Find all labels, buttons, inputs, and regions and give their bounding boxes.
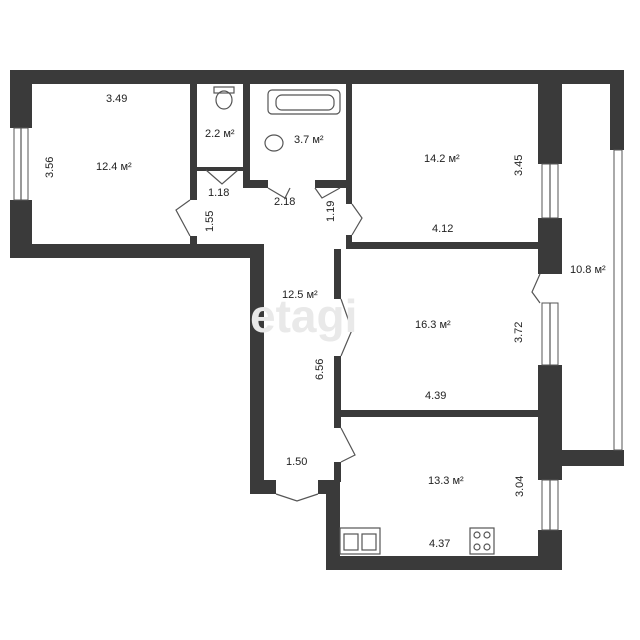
toilet-icon (215, 90, 233, 110)
area-room-top-right: 14.2 м² (424, 153, 460, 165)
doors (175, 169, 541, 502)
dim-bath-width: 2.18 (274, 196, 295, 208)
area-toilet: 2.2 м² (205, 128, 235, 140)
dim-kitchen-width: 4.37 (429, 538, 450, 550)
area-bathroom: 3.7 м² (294, 134, 324, 146)
area-kitchen: 13.3 м² (428, 475, 464, 487)
watermark: etagi (250, 290, 357, 342)
kitchen-sink-icon (339, 527, 381, 555)
dim-middle-width: 4.39 (425, 390, 446, 402)
bathtub-icon (267, 89, 341, 115)
stove-icon (469, 527, 495, 555)
area-balcony: 10.8 м² (570, 264, 606, 276)
dim-hall-bottom: 1.50 (286, 456, 307, 468)
area-hallway: 12.5 м² (282, 289, 318, 301)
fixtures (213, 86, 495, 555)
dim-hall-door-right: 1.19 (325, 201, 337, 222)
dim-kitchen-height: 3.04 (514, 476, 526, 497)
sink-icon (264, 134, 284, 152)
dim-hallway-length: 6.56 (314, 359, 326, 380)
dim-left-room-height: 3.56 (44, 157, 56, 178)
dim-top-right-height: 3.45 (513, 155, 525, 176)
dim-middle-height: 3.72 (513, 322, 525, 343)
area-room-left: 12.4 м² (96, 161, 132, 173)
walls (10, 70, 624, 570)
windows (13, 127, 623, 531)
dim-hall-door-left: 1.55 (204, 211, 216, 232)
dim-top-right-width: 4.12 (432, 223, 453, 235)
area-room-middle: 16.3 м² (415, 319, 451, 331)
dim-toilet-width: 1.18 (208, 187, 229, 199)
dim-left-room-width: 3.49 (106, 93, 127, 105)
